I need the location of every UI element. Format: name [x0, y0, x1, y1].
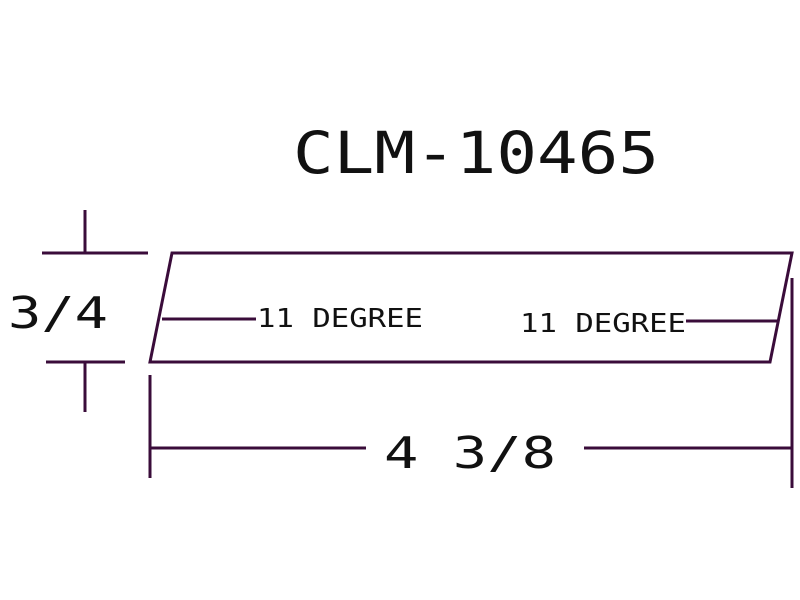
angle-left-label: 11 DEGREE	[257, 304, 423, 334]
molding-profile	[148, 251, 794, 364]
width-label: 4 3/8	[384, 428, 556, 479]
angle-right-label: 11 DEGREE	[520, 309, 686, 339]
height-label: 3/4	[8, 288, 108, 339]
part-number-title: CLM-10465	[293, 119, 659, 187]
